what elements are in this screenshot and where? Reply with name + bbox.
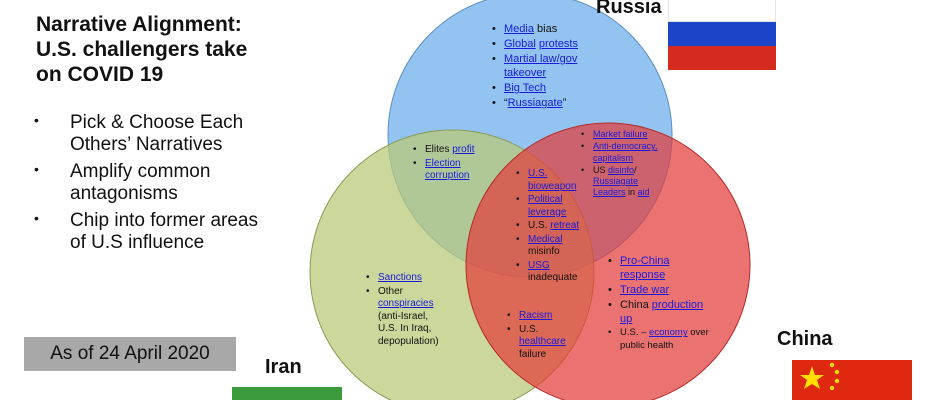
- list-item: Elites profit: [411, 144, 511, 157]
- date-box: As of 24 April 2020: [24, 337, 236, 371]
- russia-narratives: Media bias Global protests Martial law/g…: [490, 22, 640, 111]
- list-item: Anti-democracy,capitalism: [579, 141, 709, 164]
- china-flag-icon: [792, 360, 912, 400]
- russia-flag-icon: [668, 0, 776, 70]
- title-line: on COVID 19: [36, 63, 164, 87]
- list-item: U.S. retreat: [514, 220, 604, 233]
- title-line: Narrative Alignment:: [36, 13, 242, 36]
- russia-label: Russia: [596, 0, 662, 18]
- list-item: Big Tech: [490, 81, 640, 95]
- china-label: China: [777, 328, 833, 350]
- list-item: Sanctions: [364, 272, 474, 285]
- list-item: “Russiagate”: [490, 96, 640, 110]
- iran-narratives: Sanctions Otherconspiracies(anti-Israel,…: [364, 272, 474, 349]
- iran-flag-icon: [232, 387, 342, 400]
- list-item: U.S.bioweapon: [514, 168, 604, 193]
- iran-label: Iran: [265, 356, 302, 378]
- russia-china-narratives: Market failure Anti-democracy,capitalism…: [579, 129, 709, 200]
- list-item: Market failure: [579, 129, 709, 141]
- list-item: Racism: [505, 310, 595, 323]
- title-line: U.S. challengers take: [36, 38, 248, 62]
- slide-title: Narrative Alignment: U.S. challengers ta…: [36, 12, 306, 88]
- list-item: Global protests: [490, 37, 640, 51]
- list-item: Trade war: [606, 283, 756, 297]
- list-item: Media bias: [490, 22, 640, 36]
